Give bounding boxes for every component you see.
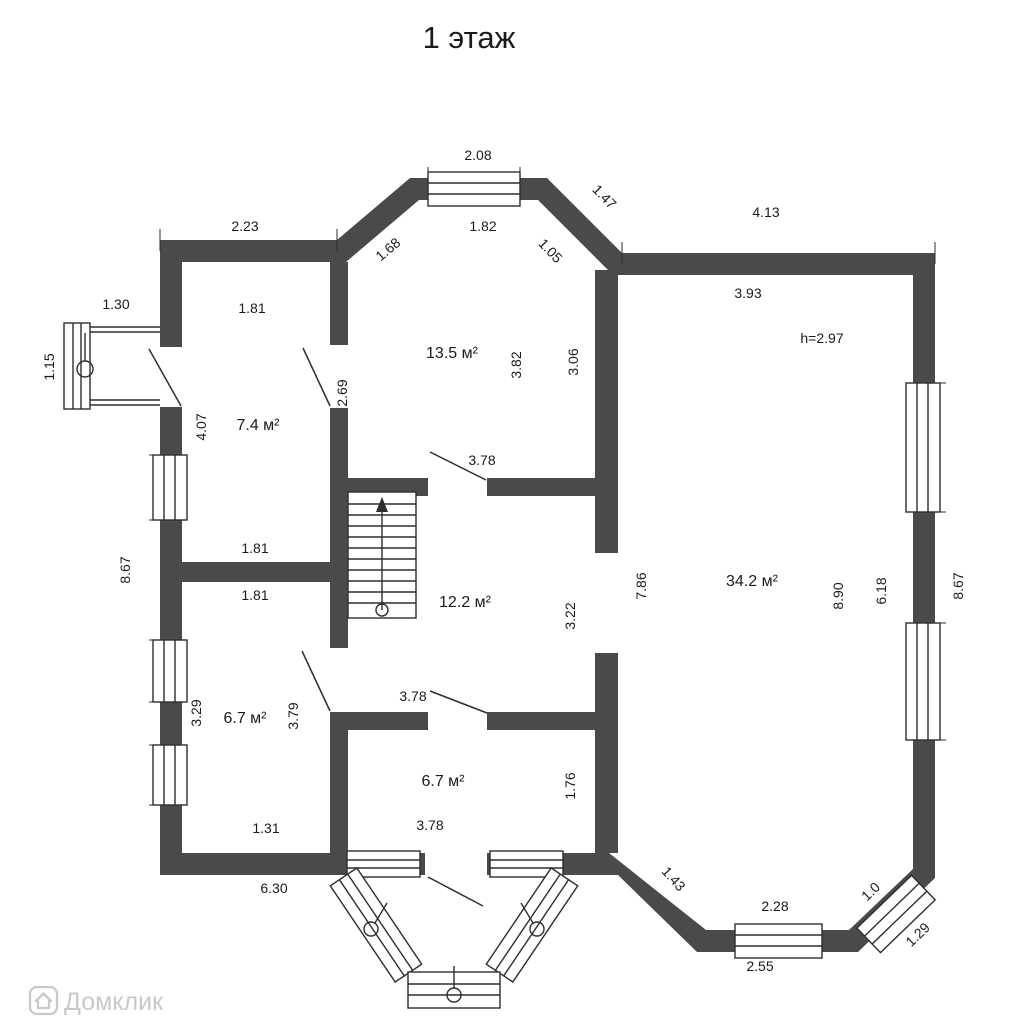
dim-top-left-wall: 2.23	[231, 218, 258, 234]
page-title: 1 этаж	[423, 20, 516, 55]
dim-room67l-height-right: 3.79	[285, 702, 301, 729]
room-label-67b: 6.7 м²	[421, 773, 465, 790]
dim-room135-height-right: 3.82	[508, 351, 524, 378]
door-122-67b	[429, 690, 488, 714]
dim-top-window-inner: 1.82	[469, 218, 496, 234]
watermark-brand: Домклик	[64, 988, 164, 1016]
stairs	[347, 491, 417, 619]
dim-top-chamfer-right-outer: 1.47	[589, 181, 620, 212]
dim-room135-height-far-right: 3.06	[565, 348, 581, 375]
left-porch	[63, 322, 160, 410]
porch-door-swing-icon	[76, 333, 94, 378]
window-right-1	[905, 382, 941, 513]
window-bay-bottom	[734, 923, 823, 959]
room-label-67l: 6.7 м²	[223, 710, 267, 727]
casement-icon-left	[363, 902, 388, 937]
dim-bay-inner-width: 2.28	[761, 898, 788, 914]
dim-room342-height-mid: 8.90	[830, 582, 846, 609]
casement-icon-right	[520, 902, 545, 937]
window-left-2	[152, 639, 188, 703]
window-left-1	[152, 454, 188, 521]
dim-room67l-height-left: 3.29	[188, 699, 204, 726]
dim-room122-width-top: 3.78	[468, 452, 495, 468]
opening-135-122	[428, 477, 487, 497]
dim-bay-chamfer-left: 1.43	[659, 863, 689, 894]
interior-wall-74-67	[182, 562, 330, 582]
dim-top-right-wall: 4.13	[752, 204, 779, 220]
dim-mid-width-upper: 1.81	[241, 540, 268, 556]
dim-room67b-height: 1.76	[562, 772, 578, 799]
dim-room342-top-width: 3.93	[734, 285, 761, 301]
dim-top-chamfer-right-inner: 1.05	[535, 235, 566, 266]
domclick-logo-icon	[28, 985, 59, 1016]
dim-top-chamfer-left-inner: 1.68	[372, 234, 403, 264]
ceiling-height-label: h=2.97	[800, 330, 843, 346]
room-labels: 13.5 м² 7.4 м² 12.2 м² 6.7 м² 6.7 м² 34.…	[223, 330, 843, 790]
casement-icon-center	[446, 966, 462, 1003]
dim-room74-height: 4.07	[193, 413, 209, 440]
door-74-135	[302, 347, 331, 407]
dim-bottom-width-left: 1.31	[252, 820, 279, 836]
window-bay-chamfer	[855, 874, 937, 954]
dim-bay-chamfer-right-inner: 1.0	[858, 879, 883, 904]
dim-right-wall-height: 8.67	[950, 572, 966, 599]
dimension-labels: 2.08 1.47 4.13 2.23 1.82 1.68 1.05 3.93 …	[41, 147, 966, 974]
dim-room342-height-right: 6.18	[873, 577, 889, 604]
dim-porch-left-width: 1.30	[102, 296, 129, 312]
dim-left-wall-height: 8.67	[117, 556, 133, 583]
door-67l-center	[301, 650, 331, 712]
watermark: Домклик	[28, 985, 164, 1016]
room-label-122: 12.2 м²	[439, 594, 492, 611]
window-right-2	[905, 622, 941, 741]
window-left-3	[152, 744, 188, 806]
dim-bottom-wall-left: 6.30	[260, 880, 287, 896]
door-entrance	[148, 348, 182, 407]
dim-room74-top-width: 1.81	[238, 300, 265, 316]
dim-room342-height-left: 7.86	[633, 572, 649, 599]
dim-room67b-width: 3.78	[416, 817, 443, 833]
dim-porch-left-depth: 1.15	[41, 353, 57, 380]
dim-room135-height-left: 2.69	[334, 379, 350, 406]
door-67b-porch	[427, 876, 484, 907]
dim-room122-width-bottom: 3.78	[399, 688, 426, 704]
opening-74-135	[329, 345, 349, 408]
bottom-porch	[329, 866, 579, 1009]
dimension-ticks	[149, 167, 946, 806]
window-top-bay	[427, 171, 521, 207]
exterior-walls	[160, 178, 935, 952]
dim-top-window-outer: 2.08	[464, 147, 491, 163]
room-label-135: 13.5 м²	[426, 345, 479, 362]
door-135-122	[429, 451, 487, 481]
room-label-74: 7.4 м²	[236, 417, 280, 434]
dim-room122-height: 3.22	[562, 602, 578, 629]
opening-122-67b	[428, 711, 487, 731]
opening-entrance	[158, 347, 185, 407]
opening-center-342	[594, 553, 619, 653]
stairs-direction-arrow	[376, 497, 388, 512]
room-label-342: 34.2 м²	[726, 573, 779, 590]
dim-mid-width-lower: 1.81	[241, 587, 268, 603]
dim-bay-window-width: 2.55	[746, 958, 773, 974]
door-leaves	[148, 347, 488, 907]
opening-67b-porch	[425, 851, 487, 877]
door-openings	[158, 345, 619, 877]
opening-67l-center	[329, 648, 349, 712]
